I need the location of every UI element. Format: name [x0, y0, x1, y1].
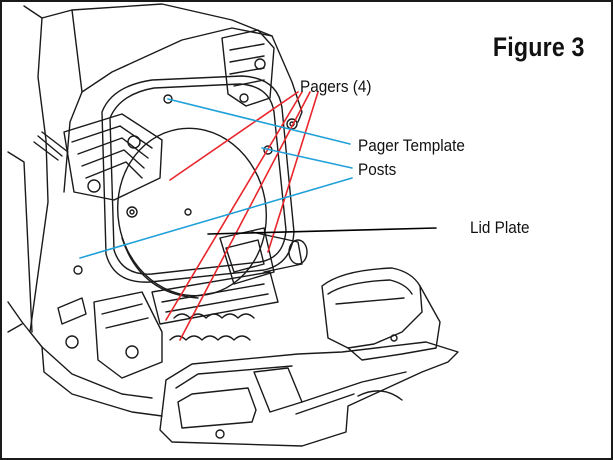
tray-handle — [321, 267, 441, 361]
label-lid-plate: Lid Plate — [470, 218, 530, 237]
template-leader-lines — [79, 98, 353, 259]
spring-latch-mechanism — [57, 227, 308, 379]
label-pager-template: Pager Template — [358, 136, 465, 155]
hinged-lid-tray — [159, 341, 459, 447]
pager-template — [101, 75, 298, 283]
lid-plate-leader-line — [207, 227, 437, 235]
label-posts: Posts — [358, 160, 397, 179]
housing-outline — [7, 3, 303, 417]
top-clamp-bracket — [221, 29, 275, 107]
left-clamp-bracket — [33, 113, 163, 201]
label-pagers: Pagers (4) — [300, 77, 372, 96]
pagers-leader-lines — [165, 91, 319, 341]
figure-title: Figure 3 — [493, 32, 585, 62]
